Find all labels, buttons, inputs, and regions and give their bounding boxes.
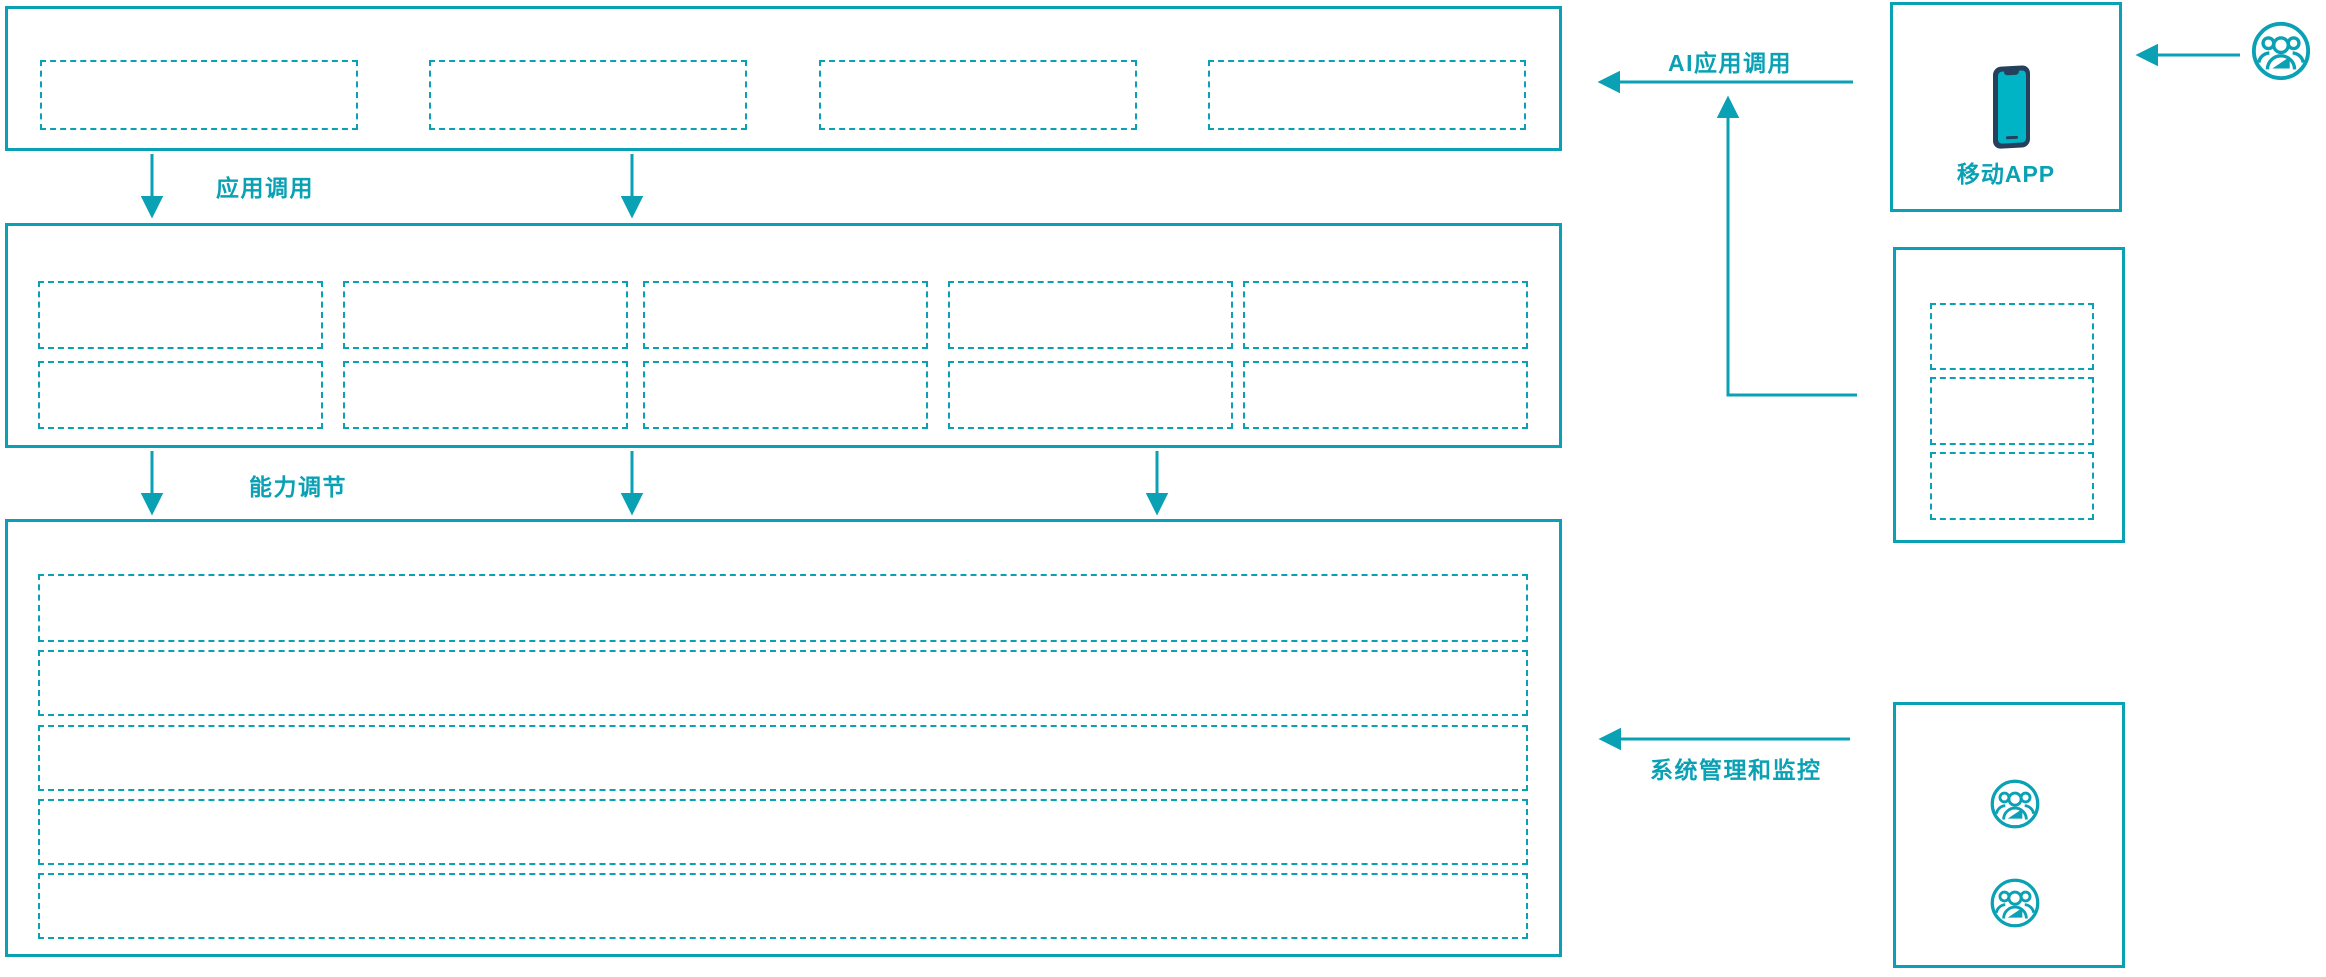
admin-box (1893, 702, 2125, 968)
placeholder-box (948, 361, 1233, 429)
placeholder-box (819, 60, 1137, 130)
placeholder-box (1243, 281, 1528, 349)
placeholder-box (38, 281, 323, 349)
placeholder-box (1243, 361, 1528, 429)
placeholder-box (643, 361, 928, 429)
placeholder-row (38, 873, 1528, 939)
middle-layer-container (5, 223, 1562, 448)
placeholder-row (38, 799, 1528, 865)
app-call-label: 应用调用 (216, 175, 314, 201)
placeholder-box (948, 281, 1233, 349)
placeholder-box (343, 361, 628, 429)
top-layer-container (5, 6, 1562, 151)
client-to-ai-elbow-arrow (1716, 95, 1857, 397)
client-box (1893, 247, 2125, 543)
placeholder-box (1930, 303, 2094, 370)
placeholder-row (38, 725, 1528, 791)
capability-adjust-label: 能力调节 (249, 474, 347, 500)
placeholder-box (1208, 60, 1526, 130)
placeholder-box (38, 361, 323, 429)
placeholder-box (40, 60, 358, 130)
users-icon (2250, 20, 2312, 82)
users-icon (1989, 877, 2041, 929)
placeholder-box (643, 281, 928, 349)
ai-app-call-label: AI应用调用 (1668, 50, 1792, 76)
users-icon (1989, 778, 2041, 830)
placeholder-row (38, 574, 1528, 642)
bottom-layer-container (5, 519, 1562, 957)
placeholder-box (1930, 377, 2094, 445)
placeholder-row (38, 650, 1528, 716)
system-management-label: 系统管理和监控 (1650, 757, 1822, 783)
mobile-app-label: 移动APP (1956, 161, 2056, 187)
phone-icon (1991, 62, 2035, 152)
placeholder-box (429, 60, 747, 130)
mobile-app-box: 移动APP (1890, 2, 2122, 212)
placeholder-box (343, 281, 628, 349)
placeholder-box (1930, 452, 2094, 520)
